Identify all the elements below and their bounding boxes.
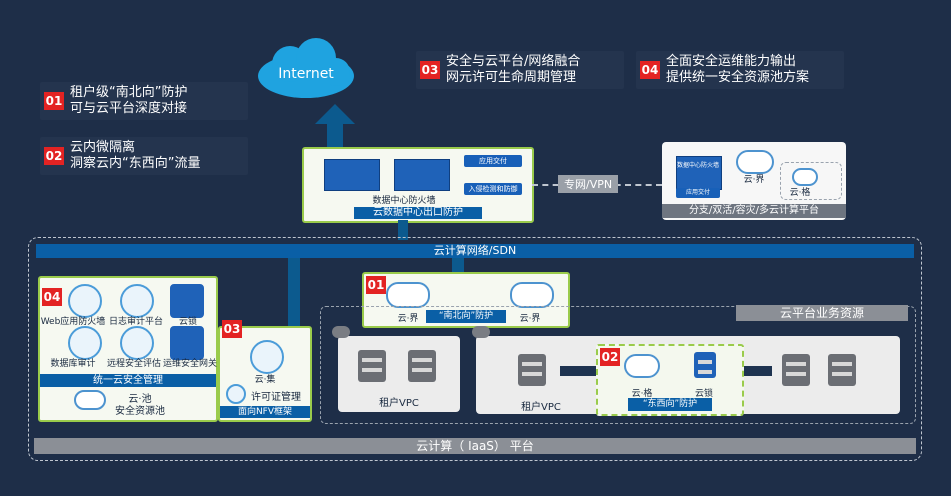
callout-01-line1: 租户级“南北向”防护: [70, 85, 188, 100]
ew-suo-label: 云锁: [694, 389, 713, 399]
branch-fw-label: 数据中心防火墙: [676, 162, 719, 169]
ji-label: 云·集: [254, 375, 276, 385]
branch-ge-label: 云·格: [789, 188, 811, 198]
internet-cloud: Internet: [250, 34, 362, 106]
branch-ge-cloud-icon: [792, 168, 818, 186]
branch-box: 数据中心防火墙 应用交付 云·界 云·格 分支/双活/容灾/多云计算平台: [662, 142, 846, 220]
ns-num: 01: [366, 276, 386, 294]
ew-num: 02: [600, 348, 620, 366]
callout-04-line1: 全面安全运维能力输出: [666, 54, 797, 69]
internet-label: Internet: [278, 66, 334, 82]
dc-firewall-label: 数据中心防火墙: [372, 196, 436, 206]
app-delivery-pill: 应用交付: [464, 155, 522, 167]
callout-03: 03 安全与云平台/网络融合 网元许可生命周期管理: [416, 51, 624, 89]
callout-04: 04 全面安全运维能力输出 提供统一安全资源池方案: [636, 51, 844, 89]
ew-cloud-lock-icon: [694, 352, 716, 378]
uplink-arrow: [315, 104, 355, 150]
security-pool-box: 04 Web应用防火墙 日志审计平台 云锁 数据库审计 远程安全评估 运维安全网…: [38, 276, 218, 422]
waf-icon: [68, 284, 102, 318]
branch-ge-zone: [780, 162, 842, 200]
ew-ge-label: 云·格: [631, 389, 653, 399]
business-zone: [320, 306, 916, 424]
pool-item-6: 运维安全网关: [162, 359, 217, 369]
log-audit-icon: [120, 284, 154, 318]
callout-02-num: 02: [44, 147, 64, 165]
link-edge-sdn: [398, 220, 408, 240]
ns-left-cloud-icon: [386, 282, 430, 308]
pool-item-3: 云锁: [178, 317, 197, 327]
pool-name: 云·池: [128, 394, 152, 405]
pool-item-1: Web应用防火墙: [40, 317, 106, 327]
pool-cloud-icon: [74, 390, 106, 410]
vpn-label: 专网/VPN: [558, 175, 619, 193]
vpc2-link-1: [560, 366, 596, 376]
license-label: 许可证管理: [251, 392, 301, 403]
callout-01: 01 租户级“南北向”防护 可与云平台深度对接: [40, 82, 248, 120]
ew-label: “东西向”防护: [628, 398, 712, 411]
vpc2-server-3: [828, 354, 856, 386]
ns-right-cloud-icon: [510, 282, 554, 308]
pool-item-5: 远程安全评估: [106, 359, 161, 369]
ns-jie-right: 云·界: [519, 314, 541, 324]
internet-cloud-icon: [258, 38, 354, 98]
nfv-label: 面向NFV框架: [220, 406, 310, 418]
callout-01-num: 01: [44, 92, 64, 110]
callout-01-line2: 可与云平台深度对接: [70, 101, 188, 116]
vpc1-server-1: [358, 350, 386, 382]
unified-mgmt-label: 统一云安全管理: [40, 374, 216, 387]
vpc1-box: 租户VPC: [332, 326, 460, 412]
callout-04-num: 04: [640, 61, 660, 79]
callout-03-line2: 网元许可生命周期管理: [446, 70, 577, 85]
vpc1-server-2: [408, 350, 436, 382]
ji-icon: [250, 340, 284, 374]
remote-assess-icon: [120, 326, 154, 360]
callout-03-line1: 安全与云平台/网络融合: [446, 54, 581, 69]
dc-edge-box: 应用交付 入侵检测和防御 数据中心防火墙 云数据中心出口防护: [302, 147, 534, 223]
vpc1-label: 租户VPC: [379, 398, 419, 409]
vpc2-label: 租户VPC: [521, 402, 561, 413]
firewall-icon: [324, 159, 380, 191]
firewall-icon-2: [394, 159, 450, 191]
north-south-box: 01 云·界 “南北向”防护 云·界: [362, 272, 570, 328]
ew-ge-cloud-icon: [624, 354, 660, 378]
ns-jie-left: 云·界: [397, 314, 419, 324]
callout-04-line2: 提供统一安全资源池方案: [666, 70, 810, 85]
callout-02-line2: 洞察云内“东西向”流量: [70, 156, 201, 171]
east-west-box: 02 云·格 云锁 “东西向”防护: [596, 344, 744, 416]
link-sdn-nfv: [288, 256, 300, 326]
vpc2-cloud-icon: [472, 326, 490, 338]
iaas-boundary: [28, 237, 922, 461]
pool-item-2: 日志审计平台: [108, 317, 163, 327]
branch-firewall-icon: [676, 156, 722, 190]
pool-item-4: 数据库审计: [50, 359, 96, 369]
callout-02-line1: 云内微隔离: [70, 140, 136, 155]
vpc1-cloud-icon: [332, 326, 350, 338]
ips-pill: 入侵检测和防御: [464, 183, 522, 195]
db-audit-icon: [68, 326, 102, 360]
vpc2-server-2: [782, 354, 810, 386]
sdn-bar: 云计算网络/SDN: [36, 244, 914, 258]
callout-02: 02 云内微隔离 洞察云内“东西向”流量: [40, 137, 248, 175]
callout-03-num: 03: [420, 61, 440, 79]
vpc2-link-2: [742, 366, 772, 376]
branch-jie-cloud-icon: [736, 150, 774, 174]
iaas-bar: 云计算（ IaaS） 平台: [34, 438, 916, 454]
pool-sub: 安全资源池: [115, 406, 165, 417]
link-sdn-ns: [452, 256, 464, 276]
license-icon: [226, 384, 246, 404]
nfv-num: 03: [222, 320, 242, 338]
vpc2-server-1: [518, 354, 546, 386]
pool-num: 04: [42, 288, 62, 306]
branch-jie-label: 云·界: [743, 175, 765, 185]
branch-app-pill: 应用交付: [676, 188, 720, 198]
branch-label: 分支/双活/容灾/多云计算平台: [662, 204, 846, 218]
nfv-box: 03 云·集 许可证管理 面向NFV框架: [218, 320, 312, 422]
cloud-lock-icon: [170, 284, 204, 318]
ns-label: “南北向”防护: [426, 310, 506, 323]
dc-edge-label: 云数据中心出口防护: [354, 207, 482, 219]
ops-gateway-icon: [170, 326, 204, 360]
business-label: 云平台业务资源: [736, 305, 908, 321]
